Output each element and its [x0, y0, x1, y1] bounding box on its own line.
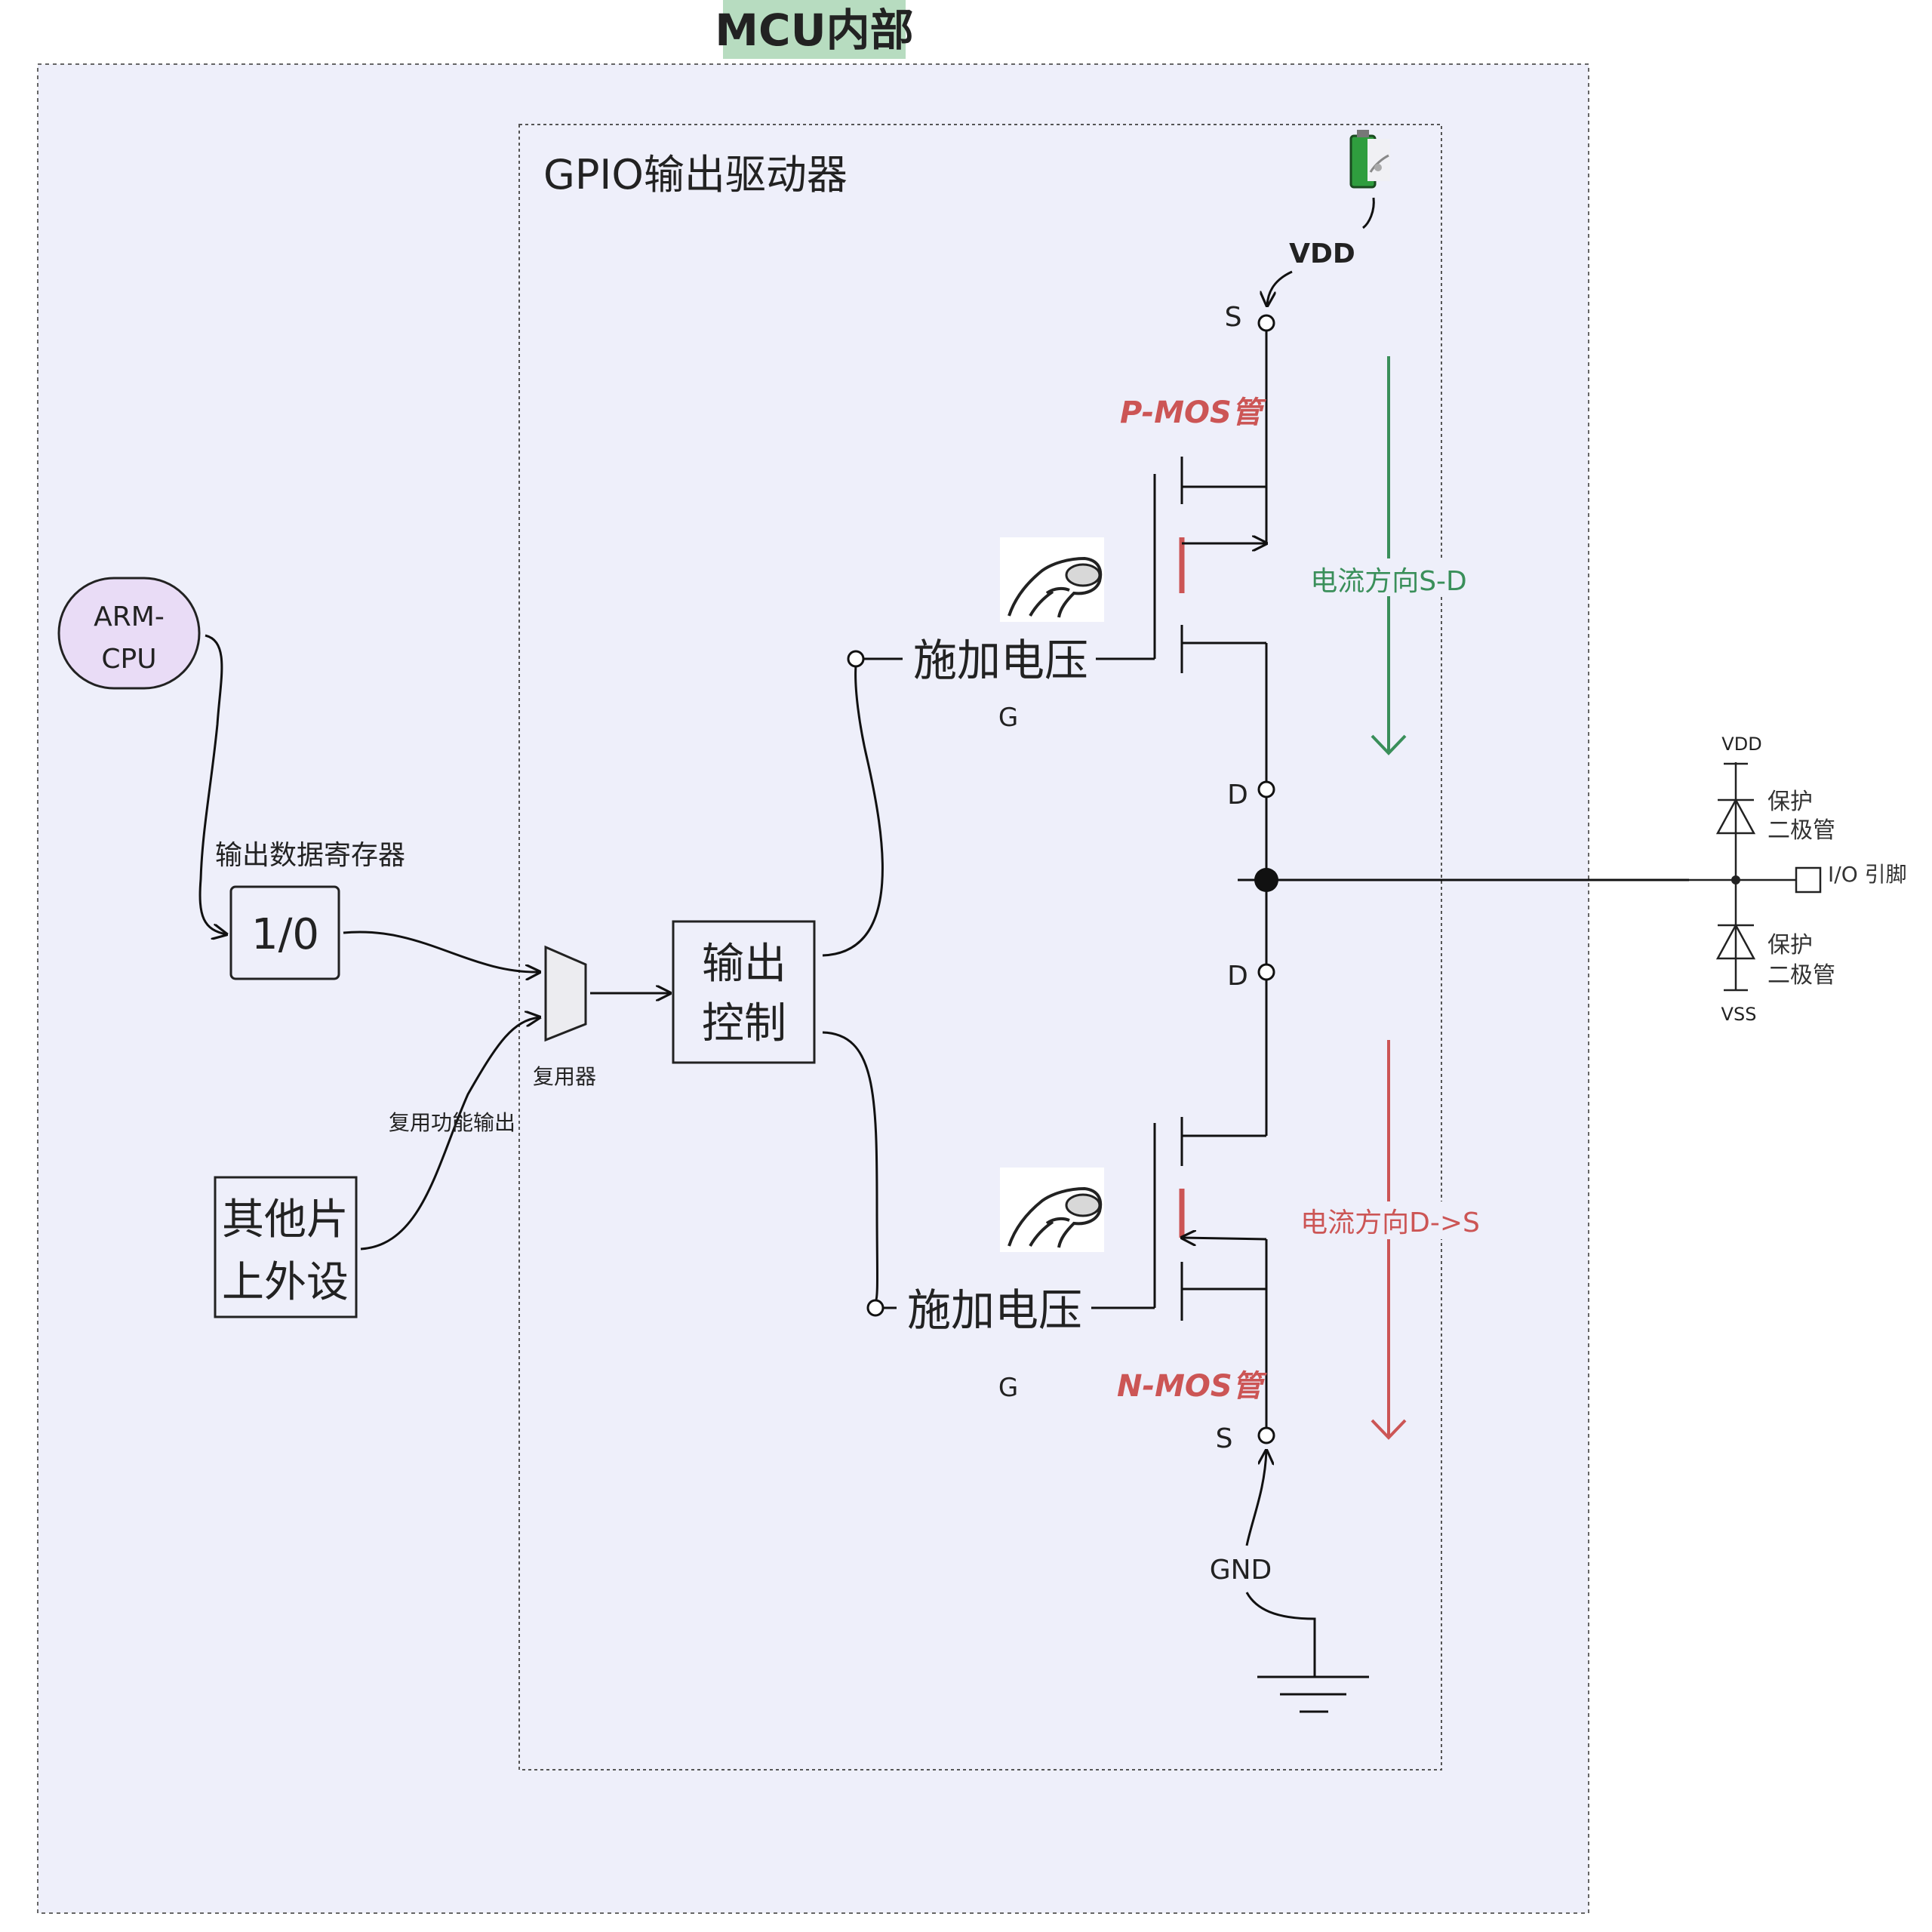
vdd-wire-top [1362, 197, 1375, 229]
pmos-name: P-MOS管 [1120, 395, 1266, 430]
io-vss-label: VSS [1721, 1004, 1757, 1025]
peripheral-line2: 上外设 [222, 1258, 349, 1307]
hand-press-icon [1000, 537, 1104, 622]
nmos-s-label: S [1216, 1423, 1233, 1454]
diode-top-line2: 二极管 [1767, 817, 1835, 844]
arm-cpu-node: ARM- CPU [57, 577, 201, 690]
io-pin-label: I/O 引脚 [1828, 862, 1907, 887]
pmos-current-arrowhead [1371, 734, 1407, 755]
ground-icon [1257, 1675, 1369, 1713]
mcu-title-bg [723, 0, 906, 59]
pmos-d-label: D [1227, 780, 1248, 811]
gnd-label: GND [1210, 1555, 1272, 1586]
nmos-d-label: D [1227, 961, 1248, 992]
output-control: 输出 控制 [672, 920, 816, 1064]
nmos-gate-terminal [866, 1299, 884, 1317]
nmos-drain-terminal [1257, 963, 1275, 981]
gpio-title: GPIO输出驱动器 [543, 151, 848, 198]
io-pin-section [1689, 762, 1822, 992]
pmos-gate-terminal [847, 650, 865, 668]
pmos-source-terminal [1257, 314, 1275, 332]
nmos-g-label: G [998, 1373, 1018, 1403]
diode-bottom-line2: 二极管 [1767, 962, 1835, 989]
pmos-gate-voltage: 施加电压 [913, 635, 1088, 686]
io-vdd-label: VDD [1721, 734, 1761, 755]
control-to-pmos-gate-wire [822, 665, 884, 957]
multiplexer [544, 945, 587, 1042]
peripheral-line1: 其他片 [222, 1195, 349, 1244]
cpu-line1: ARM- [94, 601, 165, 632]
diode-icon [1715, 798, 1756, 835]
register-to-mux-wire [343, 931, 540, 972]
register-label: 输出数据寄存器 [215, 840, 405, 871]
vdd-label: VDD [1289, 238, 1355, 269]
gnd-to-source-wire [1245, 1451, 1266, 1546]
pmos-drain-terminal [1257, 780, 1275, 798]
gnd-wire [1245, 1592, 1316, 1677]
nmos-source-terminal [1257, 1426, 1275, 1444]
hand-press-icon-nmos [1000, 1168, 1104, 1252]
pmos-s-label: S [1225, 302, 1242, 333]
gpio-driver-box [518, 124, 1442, 1770]
diode-bottom-line1: 保护 [1767, 932, 1813, 958]
peripheral-to-mux-wire [360, 1017, 540, 1251]
nmos-transistor [1179, 980, 1268, 1428]
diode-icon-bottom [1715, 923, 1756, 960]
output-register: 1/0 [229, 885, 340, 980]
nmos-current-label: 电流方向D->S [1300, 1208, 1480, 1238]
cpu-to-register-wire [198, 634, 226, 934]
cpu-line2: CPU [101, 644, 156, 675]
control-to-nmos-gate-wire [822, 1031, 878, 1303]
nmos-current-arrowhead [1371, 1419, 1407, 1440]
mux-alt-label: 复用功能输出 [389, 1110, 515, 1135]
nmos-name: N-MOS管 [1117, 1369, 1267, 1404]
register-value: 1/0 [251, 910, 319, 959]
other-peripheral: 其他片 上外设 [214, 1176, 358, 1318]
pmos-transistor [1179, 331, 1266, 782]
control-line2: 控制 [702, 999, 786, 1048]
nmos-gate-voltage: 施加电压 [907, 1284, 1082, 1336]
mux-label: 复用器 [533, 1064, 596, 1089]
battery-icon [1349, 130, 1390, 189]
io-pin-square [1795, 866, 1822, 894]
mcu-title: MCU内部 [715, 5, 913, 56]
vdd-to-source-wire [1267, 270, 1293, 306]
pmos-g-label: G [998, 703, 1018, 733]
pmos-current-label: 电流方向S-D [1310, 566, 1467, 597]
control-line1: 输出 [702, 940, 786, 989]
diode-top-line1: 保护 [1767, 789, 1813, 815]
